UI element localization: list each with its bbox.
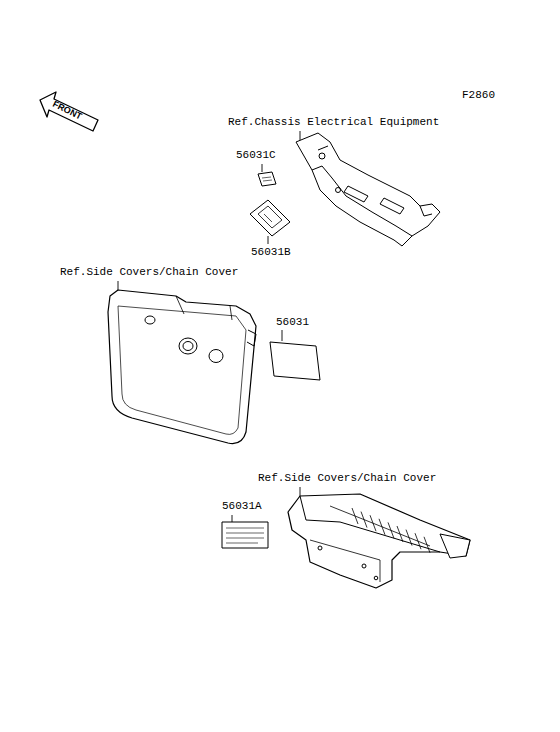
label-decal	[258, 172, 276, 186]
label-decal	[222, 522, 268, 548]
label-decal	[270, 342, 320, 380]
label-decal	[250, 200, 290, 236]
front-arrow	[40, 92, 98, 131]
chain-cover	[288, 494, 470, 588]
callout-number: 56031	[276, 316, 309, 329]
reference-note: Ref.Side Covers/Chain Cover	[60, 266, 238, 279]
figure-number: F2860	[462, 89, 495, 102]
callout-number: 56031C	[236, 149, 276, 162]
reference-note: Ref.Chassis Electrical Equipment	[228, 116, 439, 129]
callout-number: 56031A	[222, 500, 262, 513]
electrical-holder	[296, 133, 440, 246]
front-mark: FRONT	[50, 98, 84, 123]
reference-note: Ref.Side Covers/Chain Cover	[258, 472, 436, 485]
callout-number: 56031B	[251, 246, 291, 259]
side-cover	[108, 290, 256, 444]
